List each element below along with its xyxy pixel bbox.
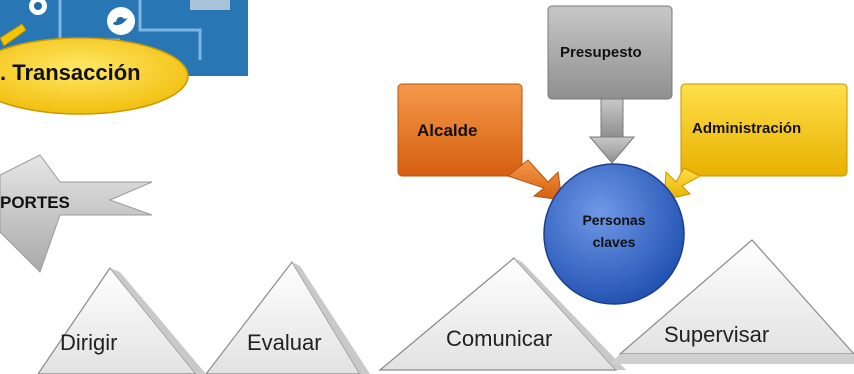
evaluar-label: Evaluar	[247, 330, 322, 355]
gear-icon	[29, 0, 47, 15]
dirigir-label: Dirigir	[60, 330, 118, 355]
administracion-label: Administración	[692, 120, 802, 137]
personas-label: Personas	[582, 212, 646, 228]
reportes-label: PORTES	[0, 193, 70, 212]
triangle-dirigir	[37, 266, 206, 374]
transaction-oval	[0, 37, 189, 115]
pointer-arrow	[0, 23, 27, 47]
transaction-label: . Transacción	[0, 60, 141, 85]
administracion-callout	[663, 83, 848, 201]
alcalde-label: Alcalde	[417, 121, 478, 140]
alcalde-callout	[397, 83, 563, 201]
triangle-comunicar	[378, 257, 626, 371]
personas-claves-circle	[543, 163, 685, 305]
presupuesto-callout	[547, 5, 673, 164]
triangle-evaluar	[205, 260, 370, 374]
reportes-shape	[0, 154, 153, 273]
comunicar-label: Comunicar	[446, 326, 553, 351]
supervisar-label: Supervisar	[664, 322, 770, 347]
presupuesto-label: Presupesto	[560, 44, 642, 61]
claves-label: claves	[592, 234, 636, 250]
triangle-supervisar	[610, 239, 854, 364]
twitter-icon	[107, 7, 135, 35]
